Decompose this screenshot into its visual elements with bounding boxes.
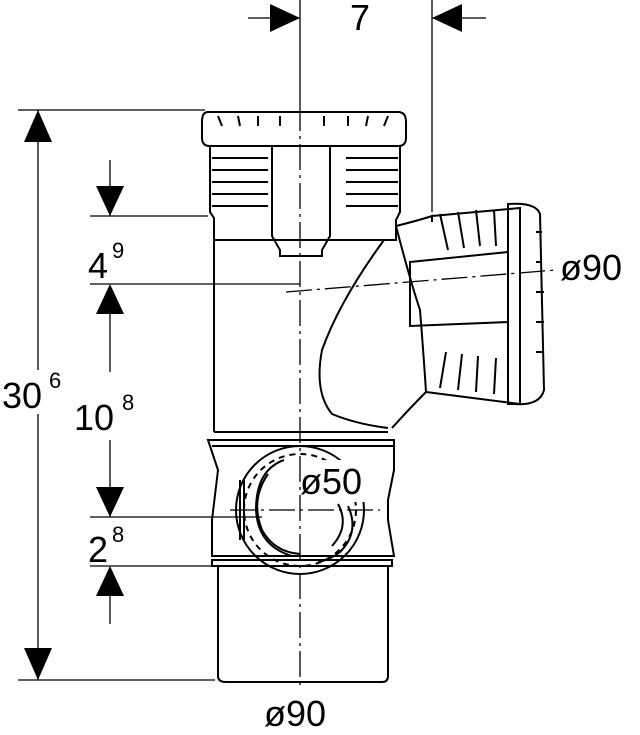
arrow-up-icon [96,566,124,596]
middle-distance-superscript: 8 [122,390,134,415]
arrow-down-icon [96,487,124,517]
lower-distance-superscript: 8 [112,522,124,547]
overall-height-superscript: 6 [49,368,61,393]
overall-height-label: 30 [2,375,42,416]
middle-distance-label: 10 [74,397,114,438]
arrow-up-icon [96,284,124,314]
top-offset-dimension: 7 [248,0,486,212]
arrow-up-icon [24,110,52,142]
upper-distance-label: 4 [88,245,108,286]
upper-distance-dimension: 4 9 [88,160,124,314]
overall-height-dimension: 30 6 [0,110,78,680]
top-socket-ribs [212,157,398,207]
branch-diameter-label: ø90 [560,247,622,288]
side-inlet-diameter-label: ø50 [300,461,362,502]
arrow-down-icon [96,186,124,216]
arrow-down-icon [24,648,52,680]
branch-socket [409,202,546,406]
top-socket-slots [217,115,389,127]
pipe-body [201,111,433,683]
bottom-diameter-label: ø90 [264,693,326,734]
arrow-right-icon [270,4,300,32]
arrow-left-icon [432,4,462,32]
center-lines [230,105,557,690]
upper-distance-superscript: 9 [112,238,124,263]
middle-distance-dimension: 10 8 [74,314,134,517]
top-offset-label: 7 [350,0,370,38]
lower-distance-label: 2 [88,529,108,570]
lower-distance-dimension: 2 8 [88,522,124,624]
